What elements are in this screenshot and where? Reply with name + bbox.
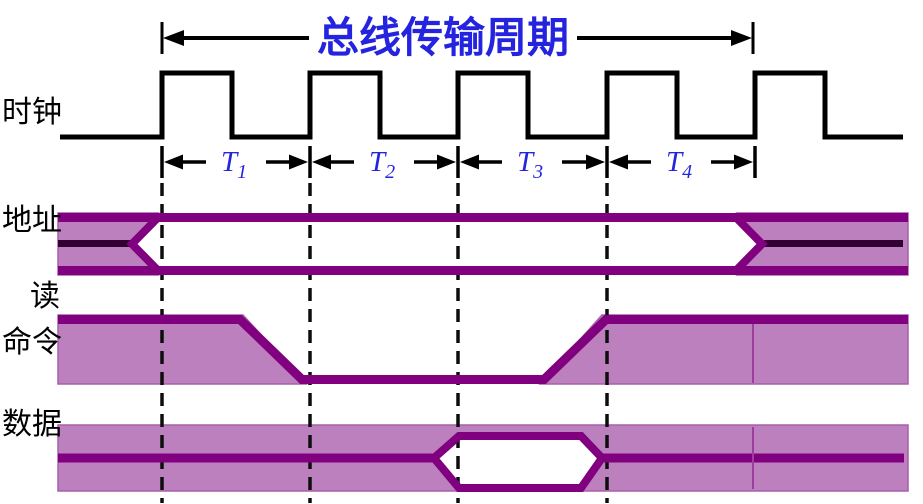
diagram-title: 总线传输周期 — [317, 15, 569, 62]
waveform-strokes — [58, 70, 908, 492]
clock-waveform — [60, 70, 903, 140]
arrowhead-left — [609, 154, 628, 170]
arrowhead-right — [734, 154, 753, 170]
clock-label: 时钟 — [2, 96, 62, 129]
period-t2: T2 — [312, 146, 456, 183]
period-t4: T4 — [609, 146, 753, 183]
address-right-chevron — [733, 214, 768, 274]
data-valid-bubble-outline — [428, 432, 608, 492]
period-t3: T3 — [460, 146, 605, 183]
signal-labels: 时钟 地址 读 命令 数据 — [2, 96, 62, 441]
period-label: T3 — [517, 146, 543, 183]
arrowhead-left — [164, 154, 183, 170]
address-bottom-rail — [58, 266, 908, 275]
period-label: T1 — [221, 146, 247, 183]
arrowhead-left — [460, 154, 479, 170]
address-top-rail — [58, 213, 908, 222]
arrowhead-right — [289, 154, 308, 170]
cycle-arrowhead-left — [163, 30, 184, 46]
period-label: T4 — [666, 146, 692, 183]
cycle-arrowhead-right — [731, 30, 752, 46]
arrowhead-right — [437, 154, 456, 170]
period-t1: T1 — [164, 146, 308, 183]
data-valid-bubble-fill — [434, 436, 602, 488]
read-command-label-line2: 命令 — [2, 326, 62, 359]
read-command-label-line1: 读 — [30, 280, 60, 313]
period-label: T2 — [369, 146, 395, 183]
bus-fills — [57, 212, 909, 492]
address-left-chevron — [126, 214, 161, 274]
read-command-waveform — [58, 315, 908, 384]
address-label: 地址 — [2, 204, 62, 237]
arrowhead-left — [312, 154, 331, 170]
data-label: 数据 — [2, 408, 62, 441]
period-annotations: T1 T2 T3 T4 — [160, 146, 757, 183]
period-boundary-lines — [160, 183, 609, 503]
arrowhead-right — [586, 154, 605, 170]
bus-cycle-annotation: 总线传输周期 — [160, 15, 755, 62]
